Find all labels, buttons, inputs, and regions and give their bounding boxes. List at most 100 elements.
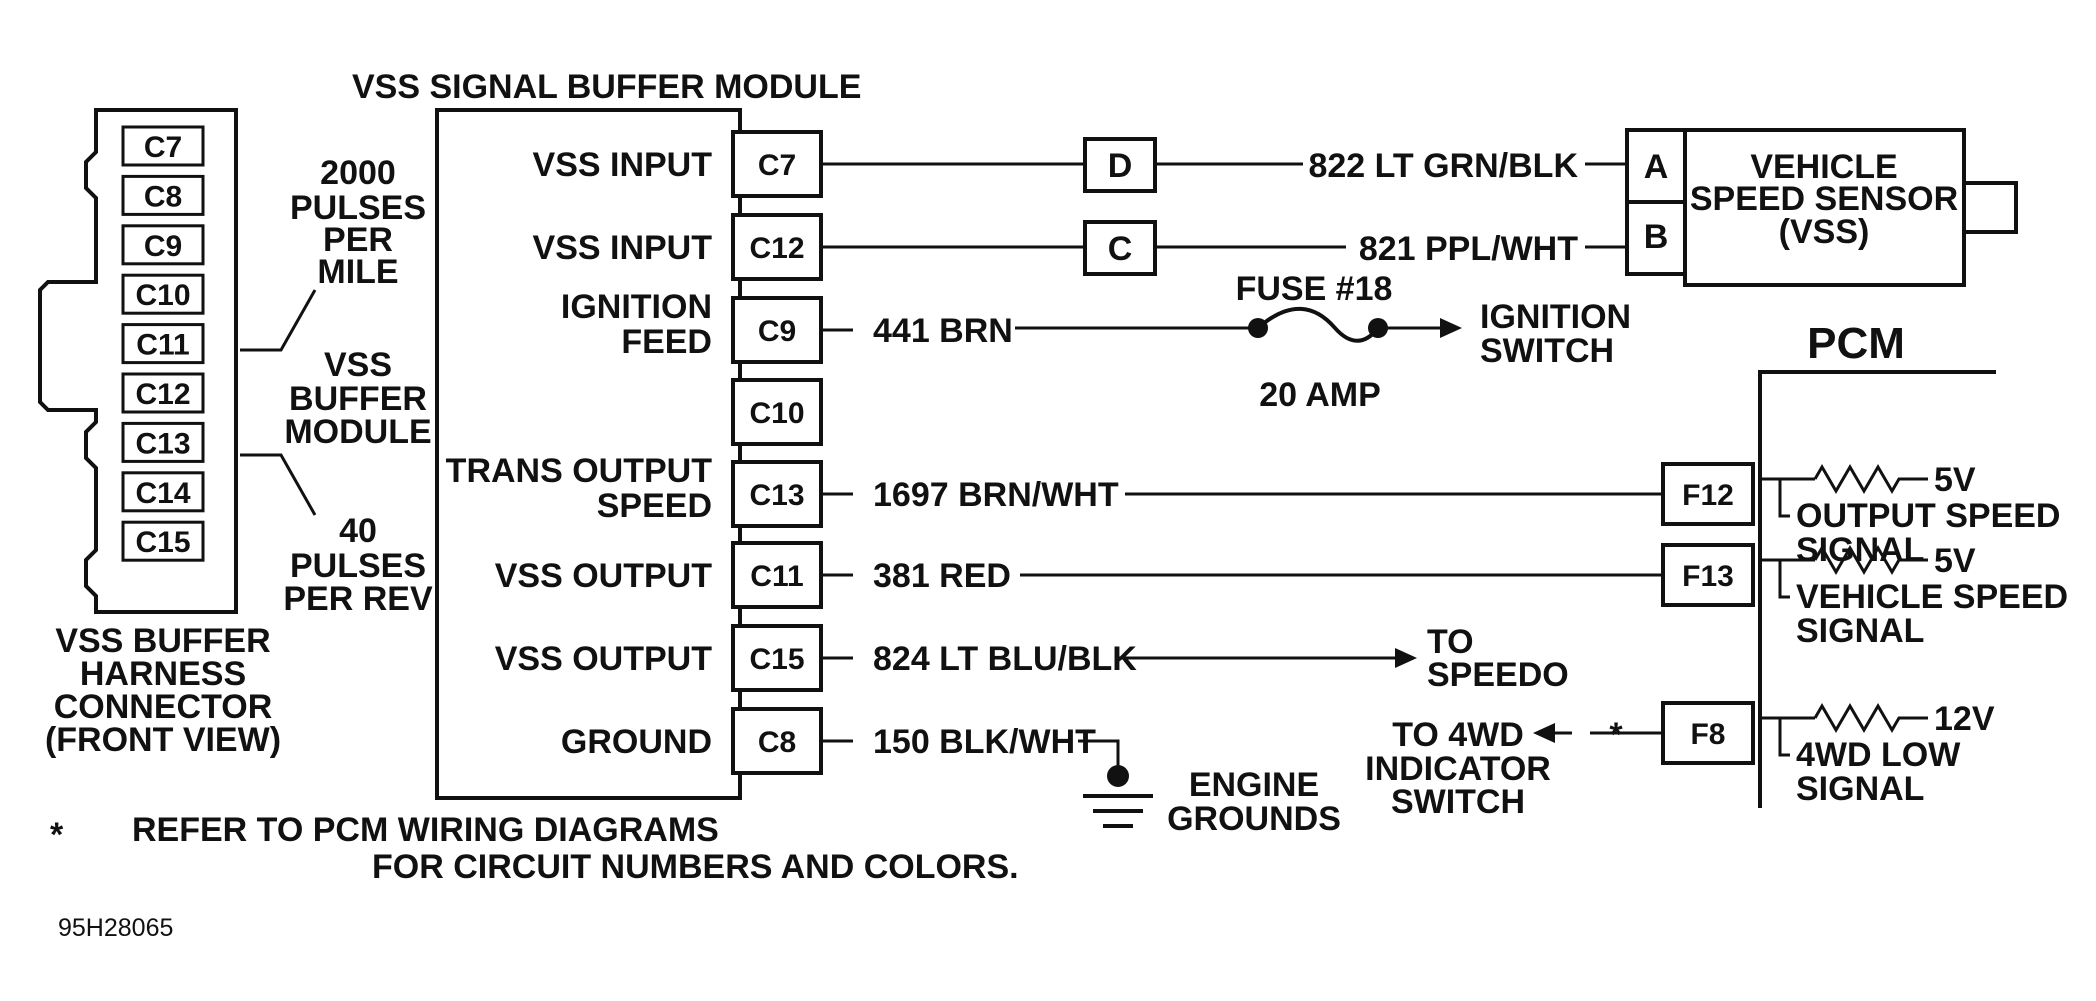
sensor-pin-a-label: A	[1644, 148, 1669, 186]
pulses-mile-1: 2000	[320, 154, 396, 192]
wire-label-c11: 381 RED	[873, 557, 1011, 595]
wire-label-c13: 1697 BRN/WHT	[873, 476, 1119, 514]
pcm-signal-label: OUTPUT SPEED	[1796, 497, 2060, 535]
wire-150-to-ground	[1078, 739, 1120, 775]
pulses-rev-leader	[240, 453, 317, 516]
terminal-c8-label: C8	[758, 726, 796, 759]
pcm-signal-label: 4WD LOW	[1796, 736, 1961, 774]
fuse-18: FUSE #18 20 AMP	[1236, 270, 1393, 414]
fuse-name: FUSE #18	[1236, 270, 1393, 308]
pcm-terminal-f8-label: F8	[1690, 718, 1725, 751]
sensor-tab	[1962, 181, 2018, 234]
pcm-resistor-f8	[1813, 703, 1928, 733]
footnote-star: *	[50, 816, 64, 854]
pcm-terminal-f12-label: F12	[1682, 479, 1734, 512]
connector-pin-label: C13	[135, 427, 190, 460]
pulses-mile-leader	[240, 289, 317, 352]
connector-pin-label: C14	[135, 477, 190, 510]
terminal-c15-label: C15	[749, 643, 804, 676]
indicator-label-1: TO 4WD	[1392, 716, 1524, 754]
connector-caption-4: (FRONT VIEW)	[45, 721, 281, 759]
ignition-switch-2: SWITCH	[1480, 332, 1614, 370]
fuse-rating: 20 AMP	[1259, 376, 1381, 414]
terminal-c7	[731, 130, 823, 198]
speedo-label-1: TO	[1427, 623, 1474, 661]
pcm-voltage-f12: 5V	[1934, 461, 1976, 499]
module-row-label: VSS OUTPUT	[495, 640, 712, 678]
terminal-c12-label: C12	[749, 232, 804, 265]
module-row-label: GROUND	[561, 723, 712, 761]
connector-pin-label: C15	[135, 526, 190, 559]
arrow-to-ignition	[1440, 318, 1462, 338]
terminal-c11	[731, 541, 823, 609]
footnote-line-2: FOR CIRCUIT NUMBERS AND COLORS.	[372, 848, 1019, 886]
connector-pin-label: C8	[144, 180, 182, 213]
pulses-rev-1: 40	[339, 512, 377, 550]
connector-pin-c12	[121, 372, 205, 414]
pulses-rev-3: PER REV	[283, 580, 433, 618]
connector-pin-label: C7	[144, 131, 182, 164]
pcm-signal-label: VEHICLE SPEED	[1796, 578, 2068, 616]
sensor-label-3: (VSS)	[1779, 213, 1870, 251]
module-row-label: SPEED	[597, 487, 712, 525]
pcm-terminal-f12	[1661, 462, 1755, 526]
ground-label-2: GROUNDS	[1167, 800, 1341, 838]
connector-pin-c13	[121, 421, 205, 463]
terminal-c13-label: C13	[749, 479, 804, 512]
pcm-terminal-f13	[1661, 543, 1755, 607]
pcm-signal-label: SIGNAL	[1796, 770, 1924, 808]
pulses-mile-4: MILE	[317, 253, 398, 291]
module-row-label: FEED	[621, 323, 712, 361]
connector-pin-c7	[121, 125, 205, 167]
sensor-label-1: VEHICLE	[1750, 148, 1897, 186]
connector-pin-c10	[121, 273, 205, 315]
connector-pin-c9	[121, 224, 205, 266]
connector-caption-2: HARNESS	[80, 655, 246, 693]
terminal-c7-label: C7	[758, 149, 796, 182]
pulses-mile-2: PULSES	[290, 189, 426, 227]
sensor-label-2: SPEED SENSOR	[1690, 180, 1958, 218]
pcm-signal-tap-f12	[1778, 479, 1790, 518]
pulses-rev-2: PULSES	[290, 547, 426, 585]
sensor-pin-b	[1625, 200, 1687, 276]
connector-pin-label: C11	[136, 329, 189, 362]
pcm-title: PCM	[1807, 319, 1905, 368]
terminal-c9-label: C9	[758, 315, 796, 348]
module-row-label: IGNITION	[561, 288, 712, 326]
callouts: 2000 PULSES PER MILE VSS BUFFER MODULE 4…	[240, 154, 433, 618]
terminal-c11-label: C11	[750, 560, 803, 593]
pcm-signal-label: SIGNAL	[1796, 612, 1924, 650]
connector-pin-c14	[121, 471, 205, 513]
pcm-resistor-f12	[1813, 464, 1928, 494]
pcm-voltage-f8: 12V	[1934, 700, 1995, 738]
vss-buffer-2: BUFFER	[289, 380, 427, 418]
sensor-body	[1683, 128, 1966, 287]
wire-label-c15: 824 LT BLU/BLK	[873, 640, 1137, 678]
terminal-c10	[731, 378, 823, 446]
vss-buffer-1: VSS	[324, 346, 392, 384]
sensor-pin-a	[1625, 128, 1687, 204]
indicator-star: *	[1609, 716, 1623, 754]
figure-code: 95H28065	[58, 914, 173, 942]
pulses-mile-3: PER	[323, 221, 393, 259]
connector-outline	[38, 108, 238, 614]
module-row-label: VSS OUTPUT	[495, 557, 712, 595]
fuse-element	[1256, 306, 1380, 343]
indicator-label-2: INDICATOR	[1365, 750, 1551, 788]
inline-connector-c-label: C	[1108, 230, 1133, 268]
pcm-voltage-f13: 5V	[1934, 542, 1976, 580]
speedo-label-2: SPEEDO	[1427, 656, 1569, 694]
ground-junction	[1107, 765, 1129, 787]
module-row-label: TRANS OUTPUT	[446, 452, 713, 490]
module-row-label: VSS INPUT	[533, 146, 713, 184]
vss-buffer-3: MODULE	[284, 413, 431, 451]
ground-label-1: ENGINE	[1189, 766, 1319, 804]
wire-821-label: 821 PPL/WHT	[1359, 230, 1578, 268]
wire-label-c8: 150 BLK/WHT	[873, 723, 1096, 761]
